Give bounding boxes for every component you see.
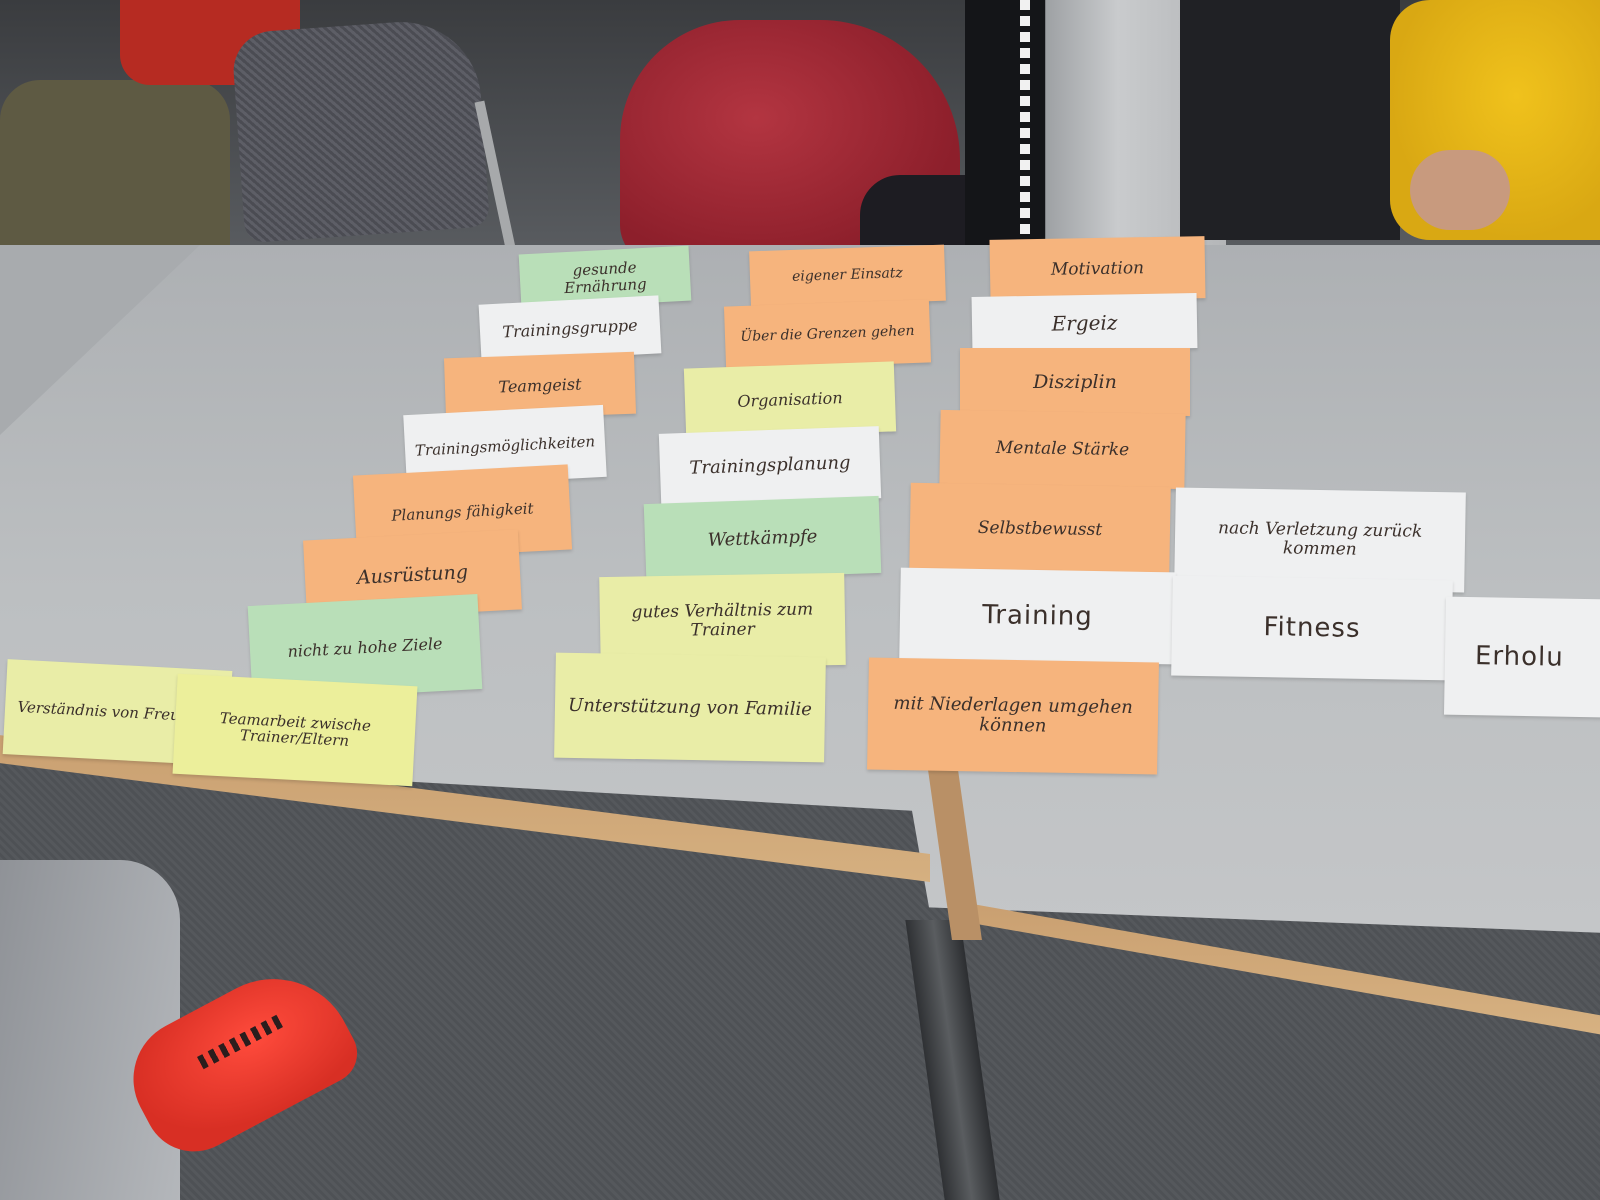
striped-pants	[965, 0, 1045, 245]
card-ueber-die-grenzen-gehen: Über die Grenzen gehen	[723, 299, 932, 370]
card-eigener-einsatz: eigener Einsatz	[749, 244, 946, 308]
card-training: Training	[899, 567, 1176, 665]
card-unterstuetzung-familie: Unterstützung von Familie	[554, 652, 826, 763]
card-selbstbewusst: Selbstbewusst	[909, 482, 1171, 576]
person-legs	[1180, 0, 1400, 240]
pants-stripe	[1020, 0, 1030, 240]
card-mentale-staerke: Mentale Stärke	[939, 409, 1186, 490]
card-mit-niederlagen-umgehen: mit Niederlagen umgehen können	[867, 657, 1159, 775]
card-disziplin: Disziplin	[960, 348, 1190, 416]
card-erholung: Erholu	[1443, 596, 1600, 718]
chair-back	[230, 16, 491, 244]
card-motivation: Motivation	[989, 236, 1206, 302]
card-trainingsplanung: Trainingsplanung	[658, 426, 882, 506]
card-wettkaempfe: Wettkämpfe	[643, 495, 882, 582]
card-ergeiz: Ergeiz	[971, 293, 1198, 352]
card-teamarbeit: Teamarbeit zwische Trainer/Eltern	[172, 673, 418, 787]
clasped-hands	[1410, 150, 1510, 230]
person-leg	[0, 860, 180, 1200]
card-fitness: Fitness	[1171, 575, 1453, 681]
card-trainingsgruppe: Trainingsgruppe	[478, 295, 662, 363]
